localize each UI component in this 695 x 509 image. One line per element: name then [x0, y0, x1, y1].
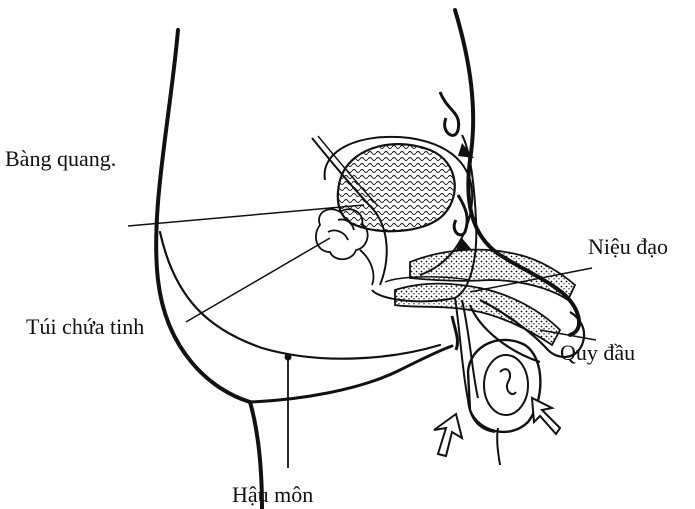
flow-arrows	[440, 92, 467, 350]
label-glans: Quy đầu	[560, 342, 635, 364]
anus-marker	[285, 354, 292, 469]
label-anus: Hậu môn	[232, 484, 313, 506]
pressure-arrow-right	[532, 398, 560, 434]
label-seminal-vesicle: Túi chứa tinh	[26, 316, 144, 338]
pressure-arrow-left	[434, 414, 462, 456]
label-urethra: Niệu đạo	[588, 236, 668, 258]
label-bladder: Bàng quang.	[5, 148, 116, 170]
